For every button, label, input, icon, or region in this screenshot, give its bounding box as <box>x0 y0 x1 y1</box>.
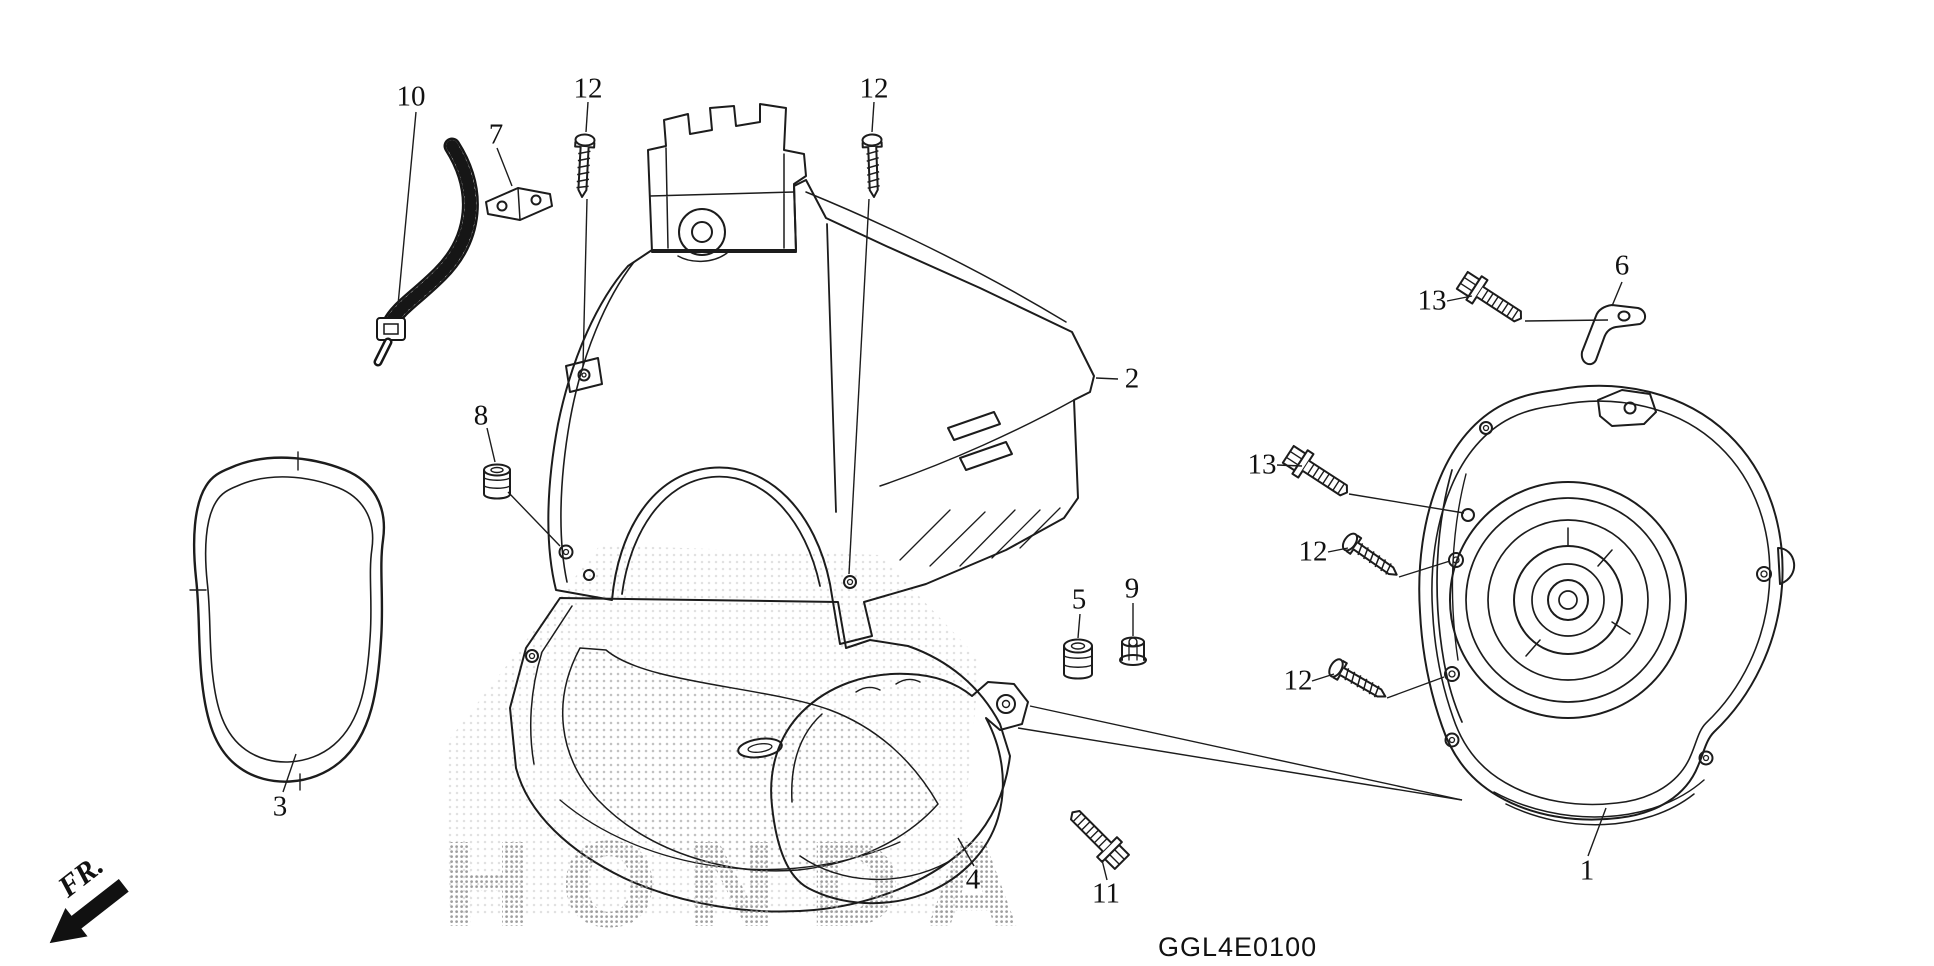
part-callout-13b: 13 <box>1247 448 1277 481</box>
part-callout-11: 11 <box>1092 877 1120 910</box>
part-nut-drawing <box>1119 636 1147 666</box>
part-callout-5: 5 <box>1071 583 1087 616</box>
part-callout-6: 6 <box>1614 249 1630 282</box>
diagram-code: GGL4E0100 <box>1158 932 1318 962</box>
part-callout-4: 4 <box>965 863 981 896</box>
part-lower-shroud-drawing <box>509 597 1011 913</box>
part-callout-10: 10 <box>396 80 426 113</box>
part-clip-drawing <box>485 187 553 221</box>
part-callout-12a: 12 <box>573 72 603 105</box>
part-callout-8: 8 <box>473 399 489 432</box>
part-callout-9: 9 <box>1124 572 1140 605</box>
part-bracket-drawing <box>1580 304 1646 366</box>
part-upper-shroud-drawing <box>547 103 1095 645</box>
part-bolts-drawing <box>1061 267 1530 873</box>
part-callout-1: 1 <box>1579 854 1595 887</box>
part-callout-12c: 12 <box>1298 535 1328 568</box>
part-callout-12d: 12 <box>1283 664 1313 697</box>
honda-watermark: HONDA <box>438 820 1043 954</box>
part-callout-3: 3 <box>272 790 288 823</box>
part-strap-drawing <box>373 137 479 367</box>
part-under-cover-drawing <box>770 672 1029 905</box>
fr-direction-arrow: FR. <box>49 849 129 944</box>
part-callout-12b: 12 <box>859 72 889 105</box>
callout-leader-lines <box>282 101 1623 881</box>
part-grommet-drawing <box>483 463 511 500</box>
part-callout-7: 7 <box>488 118 504 151</box>
part-callout-2: 2 <box>1124 362 1140 395</box>
fr-arrow-icon <box>49 878 129 944</box>
part-gasket-drawing <box>189 451 386 791</box>
part-fan-cover-drawing <box>1418 384 1796 826</box>
part-collar-drawing <box>1063 638 1093 680</box>
part-callout-13a: 13 <box>1417 284 1447 317</box>
